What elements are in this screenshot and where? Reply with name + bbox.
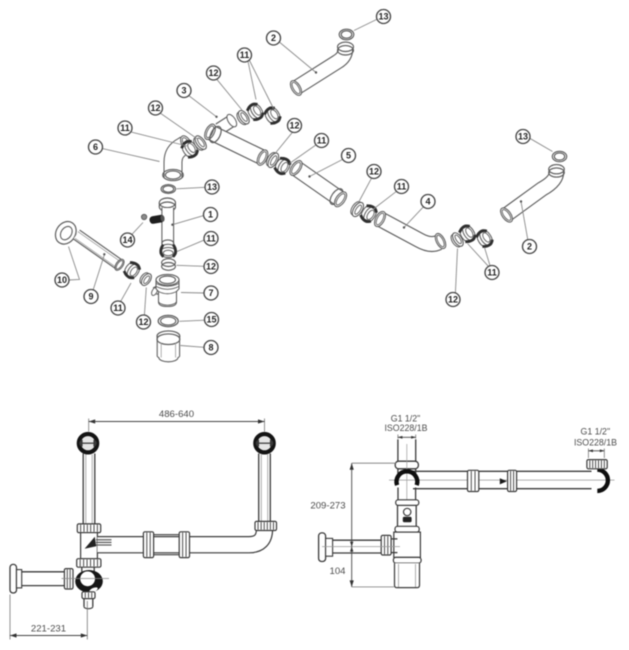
svg-text:11: 11 [113, 303, 123, 313]
svg-text:2: 2 [271, 33, 276, 43]
svg-text:12: 12 [448, 295, 458, 305]
svg-text:4: 4 [425, 197, 430, 207]
svg-text:15: 15 [206, 315, 216, 325]
svg-text:12: 12 [289, 121, 299, 131]
svg-text:486-640: 486-640 [159, 409, 194, 420]
svg-text:12: 12 [206, 262, 216, 272]
svg-text:5: 5 [346, 151, 351, 161]
svg-text:12: 12 [138, 317, 148, 327]
svg-text:12: 12 [208, 68, 218, 78]
svg-text:11: 11 [397, 182, 407, 192]
svg-text:6: 6 [93, 142, 98, 152]
svg-text:9: 9 [88, 292, 93, 302]
svg-text:3: 3 [181, 86, 186, 96]
svg-text:G1 1/2": G1 1/2" [581, 427, 611, 437]
svg-text:13: 13 [378, 12, 388, 22]
svg-text:11: 11 [240, 50, 250, 60]
svg-text:12: 12 [369, 167, 379, 177]
svg-text:ISO228/1B: ISO228/1B [384, 423, 427, 433]
svg-text:1: 1 [208, 210, 213, 220]
svg-text:11: 11 [487, 268, 497, 278]
svg-text:8: 8 [208, 343, 213, 353]
svg-text:ISO228/1B: ISO228/1B [574, 438, 617, 448]
svg-text:12: 12 [150, 103, 160, 113]
svg-text:13: 13 [518, 132, 528, 142]
svg-text:10: 10 [57, 275, 67, 285]
svg-text:11: 11 [120, 123, 130, 133]
svg-text:13: 13 [207, 182, 217, 192]
svg-text:2: 2 [527, 242, 532, 252]
svg-text:11: 11 [206, 234, 216, 244]
svg-text:221-231: 221-231 [31, 624, 66, 635]
svg-text:7: 7 [208, 288, 213, 298]
svg-text:14: 14 [122, 235, 132, 245]
svg-text:11: 11 [317, 136, 327, 146]
svg-text:G1 1/2": G1 1/2" [391, 413, 421, 423]
svg-text:104: 104 [329, 566, 346, 577]
svg-text:209-273: 209-273 [310, 501, 345, 512]
